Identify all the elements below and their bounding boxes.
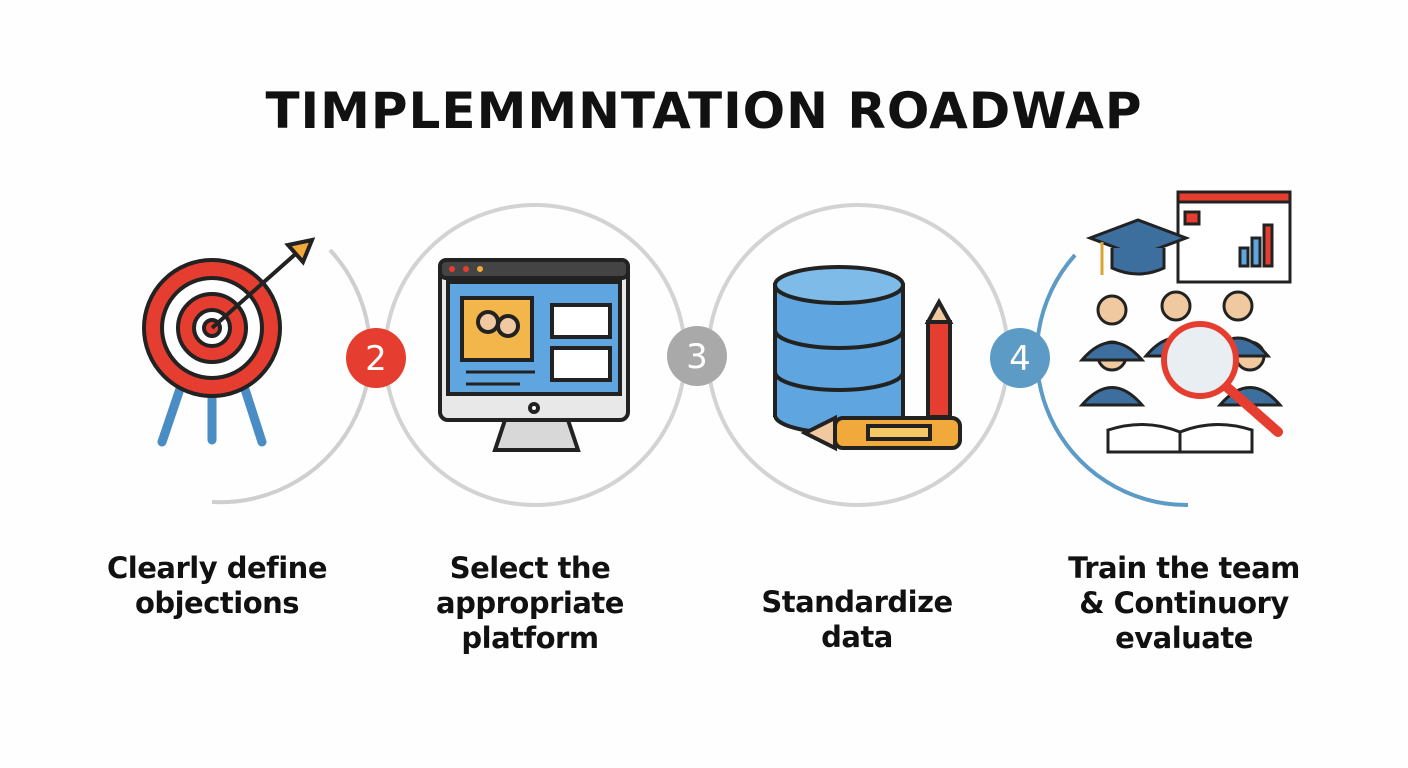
step-4-badge: 4 (990, 328, 1050, 388)
step-4-label: Train the team & Continuory evaluate (1034, 551, 1334, 656)
step-2-number: 2 (365, 339, 387, 379)
step-2-badge: 2 (346, 328, 406, 388)
step-4-number: 4 (1009, 339, 1031, 379)
label-line: Clearly define (106, 551, 328, 585)
label-line: data (821, 620, 893, 654)
label-line: objections (134, 586, 300, 620)
computer-monitor-icon (438, 258, 630, 452)
label-line: & Continuory (1079, 586, 1289, 620)
label-line: Standardize (761, 585, 953, 619)
step-4-arc (1034, 253, 1189, 508)
page-title: TIMPLEMMNTATION ROADWAP (265, 82, 1143, 140)
label-line: Select the (449, 551, 611, 585)
label-line: Train the team (1068, 551, 1300, 585)
database-pencil-icon (773, 265, 962, 452)
step-3-label: Standardize data (707, 585, 1007, 655)
target-arrow-icon (142, 237, 316, 447)
step-3-number: 3 (686, 337, 708, 377)
step-1-arc (211, 248, 373, 505)
step-2-label: Select the appropriate platform (380, 551, 680, 656)
label-line: evaluate (1115, 621, 1253, 655)
team-training-icon (1078, 190, 1292, 454)
label-line: platform (461, 621, 599, 655)
label-line: appropriate (436, 586, 624, 620)
step-3-badge: 3 (667, 326, 727, 386)
step-1-label: Clearly define objections (67, 551, 367, 621)
